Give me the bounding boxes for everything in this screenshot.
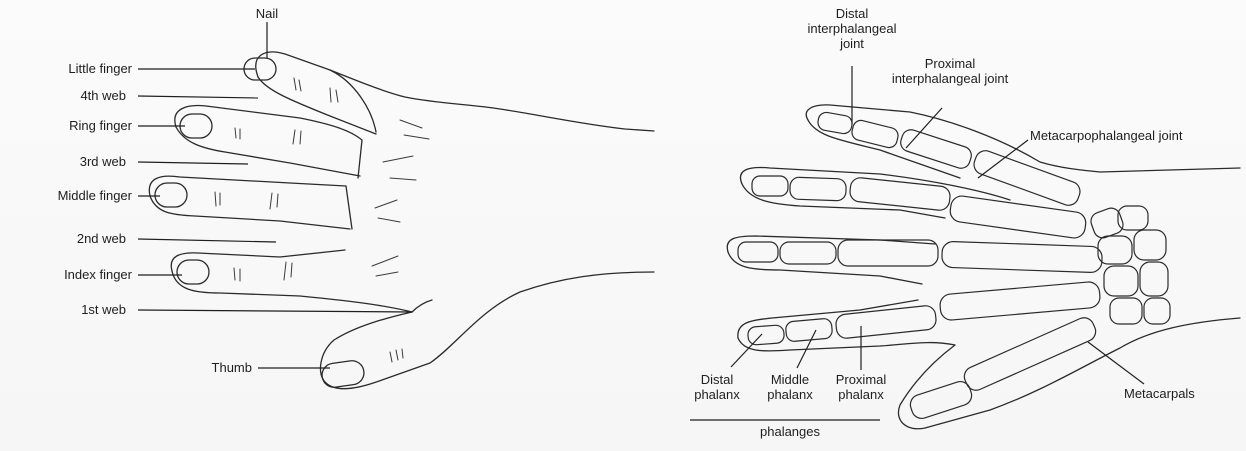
little-finger-lower-edge — [258, 77, 376, 134]
thumb-sheath — [898, 318, 1240, 429]
thumb-web-edge — [412, 300, 432, 312]
label-middle-phalanx: Middle phalanx — [760, 372, 820, 402]
little-finger-outline — [256, 52, 376, 132]
label-1st-web: 1st web — [81, 302, 126, 317]
little-finger-sheath-bottom — [808, 120, 960, 178]
label-thumb: Thumb — [212, 360, 252, 375]
thumb-nail — [321, 359, 366, 389]
label-little-finger: Little finger — [68, 61, 132, 76]
hand-dorsum-top — [330, 70, 654, 131]
index-finger-sheath-top — [738, 300, 918, 338]
hand-outline — [149, 52, 654, 389]
index-finger-sheath-bottom — [738, 338, 955, 351]
middle-finger-sheath-bottom — [728, 252, 922, 284]
carpal-bones — [1088, 206, 1170, 324]
label-index-finger: Index finger — [64, 267, 132, 282]
middle-finger-lower-edge — [150, 196, 350, 229]
label-2nd-web: 2nd web — [77, 231, 126, 246]
label-ring-finger: Ring finger — [69, 118, 132, 133]
label-distal-phalanx: Distal phalanx — [687, 372, 747, 402]
ring-finger-lower-edge — [176, 127, 360, 176]
skin-creases — [215, 78, 429, 362]
metacarpal-bones — [908, 148, 1103, 421]
label-mcp-joint: Metacarpophalangeal joint — [1030, 128, 1183, 143]
label-middle-finger: Middle finger — [58, 188, 132, 203]
ring-finger-outline — [175, 106, 362, 178]
thumb-outline — [320, 272, 654, 389]
ring-finger-sheath-top — [740, 168, 1010, 200]
fingernails — [155, 58, 365, 389]
index-nail — [177, 260, 209, 284]
label-pip-joint: Proximal interphalangeal joint — [890, 56, 1010, 86]
middle-nail — [155, 183, 187, 207]
label-metacarpals: Metacarpals — [1124, 386, 1195, 401]
label-phalanges: phalanges — [760, 424, 820, 439]
label-proximal-phalanx: Proximal phalanx — [826, 372, 896, 402]
label-dip-joint: Distal interphalangeal joint — [797, 6, 907, 51]
label-nail: Nail — [256, 6, 278, 21]
ring-finger-sheath-bottom — [742, 184, 945, 218]
label-3rd-web: 3rd web — [80, 154, 126, 169]
label-4th-web: 4th web — [80, 88, 126, 103]
middle-finger-sheath-top — [727, 236, 935, 252]
